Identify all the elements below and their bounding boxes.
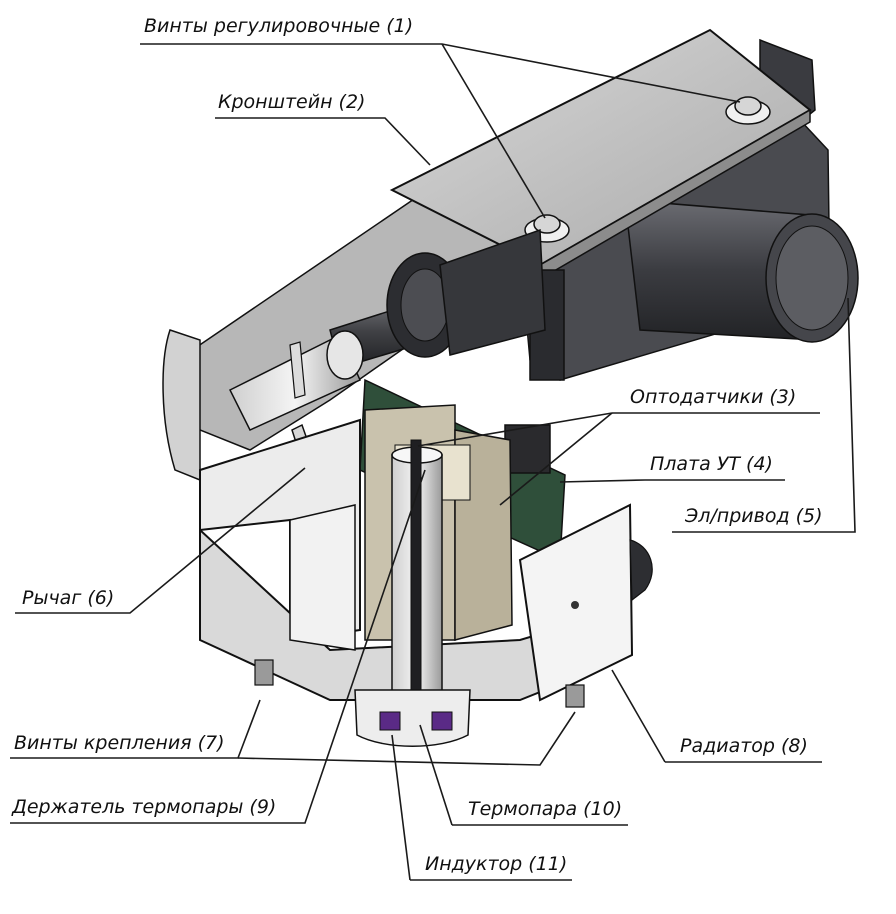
callout-adjusting-screws: Винты регулировочные (1): [144, 15, 414, 37]
callout-thermocouple-holder: Держатель термопары (9): [12, 796, 277, 818]
mounting-screw-left: [254, 659, 274, 686]
callout-inductor: Индуктор (11): [425, 853, 568, 875]
mounting-screw-right: [565, 684, 585, 708]
callout-mounting-screws: Винты крепления (7): [14, 732, 225, 754]
electric-drive: [624, 199, 859, 343]
callout-lever: Рычаг (6): [22, 587, 115, 609]
actuator-rod: [329, 228, 546, 369]
callout-optical-sensors: Оптодатчики (3): [630, 386, 797, 408]
callout-bracket: Кронштейн (2): [218, 91, 366, 113]
leader-lines: [10, 43, 856, 881]
callout-electric-drive: Эл/привод (5): [685, 505, 823, 527]
callout-pcb: Плата УТ (4): [650, 453, 773, 475]
main-frame: [199, 418, 621, 701]
callout-thermocouple: Термопара (10): [468, 798, 623, 820]
radiator: [518, 503, 653, 702]
inductor: [354, 689, 471, 747]
callout-radiator: Радиатор (8): [680, 735, 808, 757]
adjusting-screw-1: [725, 96, 771, 125]
